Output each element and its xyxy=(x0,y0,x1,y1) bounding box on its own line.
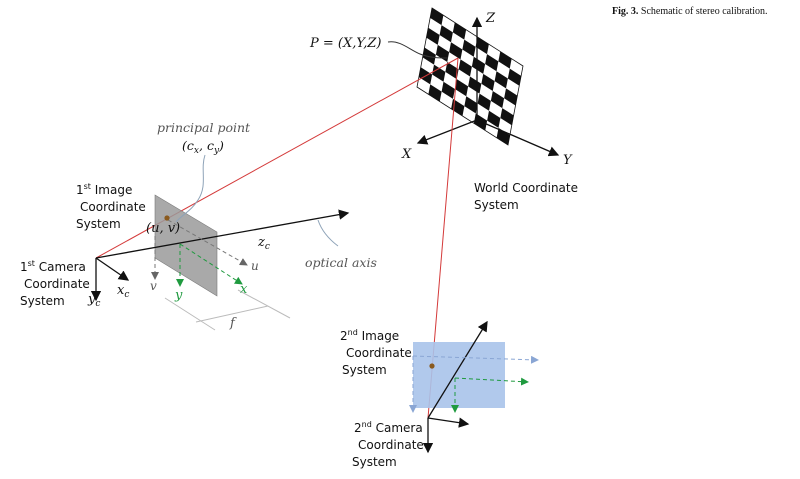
checker-square xyxy=(426,27,440,45)
image2-label-line3: System xyxy=(342,363,387,377)
point-p-leader xyxy=(387,41,449,59)
checker-square xyxy=(498,51,512,69)
image2-point-dot xyxy=(429,363,435,369)
camera1-label-line2: Coordinate xyxy=(24,277,90,291)
world-x-axis xyxy=(416,119,478,145)
world-label-line1: World Coordinate xyxy=(474,181,578,195)
camera2-z-axis xyxy=(427,320,488,419)
checker-square xyxy=(494,71,508,89)
optical-axis-leader xyxy=(317,219,339,247)
checker-square xyxy=(458,59,472,77)
checker-square xyxy=(428,84,442,102)
checker-square xyxy=(490,91,505,109)
checker-square xyxy=(477,93,491,111)
world-y-label: Y xyxy=(563,153,573,168)
checker-square xyxy=(449,42,463,60)
image-plane-2 xyxy=(413,342,505,408)
camera1-xc-label: xc xyxy=(117,283,129,300)
checker-square xyxy=(464,96,478,114)
checker-square xyxy=(452,22,467,40)
caption-prefix: Fig. 3. xyxy=(612,6,639,17)
checker-square xyxy=(487,110,501,128)
focal-bracket-left xyxy=(164,297,216,331)
checker-square xyxy=(432,64,446,82)
camera1-yc-label: yc xyxy=(87,292,100,309)
image2-label-line1: 2nd Image xyxy=(340,328,399,343)
image1-point-dot xyxy=(164,215,170,221)
camera2-label-line3: System xyxy=(352,455,397,469)
camera1-x-axis xyxy=(95,257,130,281)
image1-label-line3: System xyxy=(76,217,121,231)
checker-square xyxy=(485,54,499,72)
checker-square xyxy=(462,39,476,57)
caption-text: Schematic of stereo calibration. xyxy=(638,6,767,17)
image1-u-label: u xyxy=(251,259,259,273)
image2-x-axis xyxy=(454,377,529,386)
checker-square xyxy=(481,73,495,91)
checker-square xyxy=(507,68,522,86)
image1-label-line1: 1st Image xyxy=(76,182,132,197)
checker-square xyxy=(468,76,482,94)
camera1-label-line1: 1st Camera xyxy=(20,259,86,274)
image1-uv-label: (u, v) xyxy=(146,221,180,236)
principal-point-coords: (cx, cy) xyxy=(182,138,224,156)
principal-point-leader xyxy=(175,154,206,223)
camera2-x-axis xyxy=(427,417,470,428)
checker-square xyxy=(504,88,518,106)
checker-square xyxy=(430,8,444,26)
principal-point-label: principal point xyxy=(157,120,251,135)
image1-label-line2: Coordinate xyxy=(80,200,146,214)
world-z-label: Z xyxy=(485,11,496,26)
image1-y-label: y xyxy=(174,288,183,303)
world-x-label: X xyxy=(401,147,412,162)
checker-square xyxy=(439,25,453,43)
point-p-label: P = (X,Y,Z) xyxy=(309,36,382,51)
camera2-label-line2: Coordinate xyxy=(358,438,424,452)
focal-length-line xyxy=(195,305,269,323)
checker-square xyxy=(500,108,514,126)
focal-bracket-right xyxy=(237,289,291,319)
checker-square xyxy=(471,56,486,74)
optical-axis-label: optical axis xyxy=(305,255,377,270)
world-label-line2: System xyxy=(474,198,519,212)
checker-square xyxy=(496,127,510,145)
image1-u-axis xyxy=(167,219,248,266)
camera2-label-line1: 2nd Camera xyxy=(354,420,423,435)
camera1-label-line3: System xyxy=(20,294,65,308)
checker-square xyxy=(441,81,455,99)
image2-label-line2: Coordinate xyxy=(346,346,412,360)
checker-square xyxy=(445,62,459,80)
world-y-axis xyxy=(476,119,560,157)
checker-square xyxy=(454,79,469,97)
checker-square xyxy=(475,37,489,55)
image1-v-label: v xyxy=(150,279,157,293)
camera1-zc-label: zc xyxy=(257,235,270,252)
focal-length-label: f xyxy=(229,316,237,331)
image1-x-axis xyxy=(179,243,243,285)
image1-x-label: x xyxy=(240,282,248,297)
figure-caption: Fig. 3. Schematic of stereo calibration. xyxy=(612,6,768,17)
checkerboard xyxy=(416,7,524,146)
camera1-z-axis xyxy=(95,209,350,259)
